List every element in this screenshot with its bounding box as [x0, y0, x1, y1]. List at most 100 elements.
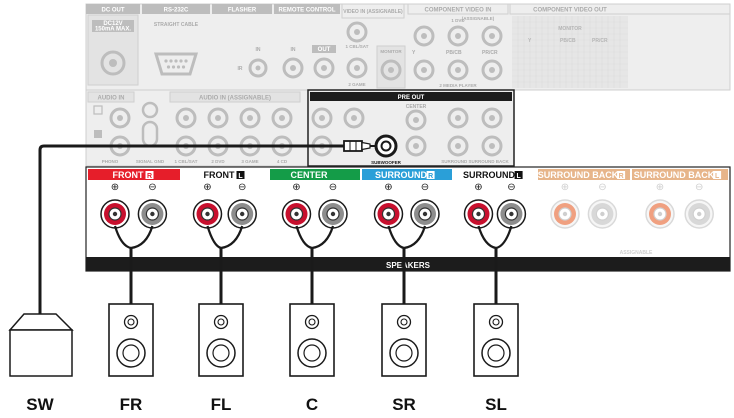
component-in-row-1	[413, 25, 503, 47]
minus-symbol: ⊖	[148, 182, 156, 193]
speaker-units	[108, 303, 519, 377]
remote-out-jack	[313, 57, 335, 79]
plus-symbol: ⊕	[656, 182, 664, 193]
speaker-label-sl: SL	[485, 395, 507, 414]
rs232c-port	[153, 52, 199, 76]
subwoofer-cable	[38, 140, 376, 316]
terminal-header-bar	[362, 169, 452, 180]
minus-symbol: ⊖	[507, 182, 515, 193]
panel-grille	[512, 16, 628, 88]
speaker-fl	[198, 303, 244, 377]
rear-panel-top: DC OUT DC12V 150mA MAX. RS-232C STRAIGHT…	[85, 3, 731, 167]
terminal-header-bar	[632, 169, 728, 180]
video-in-label: VIDEO IN (ASSIGNABLE)	[343, 9, 403, 15]
rs232c-sub: STRAIGHT CABLE	[154, 22, 199, 28]
woofer	[206, 338, 236, 368]
pre-out-center-label: CENTER	[406, 104, 427, 110]
terminal-group-name: SURROUND BACK	[634, 170, 715, 180]
woofer	[116, 338, 146, 368]
component-in-1: 1 DVD	[451, 18, 465, 23]
speaker-label-fl: FL	[211, 395, 232, 414]
positive-binding-post	[550, 199, 580, 229]
component-video-in-label: COMPONENT VIDEO IN	[424, 8, 491, 14]
plus-symbol: ⊕	[292, 182, 300, 193]
minus-symbol: ⊖	[329, 182, 337, 193]
tweeter	[213, 314, 229, 330]
component-out-y: Y	[528, 38, 532, 44]
terminal-group-name: SURROUND BACK	[538, 170, 619, 180]
channel-badge	[236, 171, 245, 179]
speaker-c	[289, 303, 335, 377]
audio-in-game: 3 GAME	[241, 159, 258, 164]
tweeter	[123, 314, 139, 330]
tweeter	[488, 314, 504, 330]
terminal-header-bar	[538, 169, 630, 180]
channel-badge	[426, 171, 435, 179]
terminal-header-bar	[270, 169, 360, 180]
speaker-terminal-panel: SPEAKERS ASSIGNABLE	[85, 166, 731, 272]
speaker-label-c: C	[306, 395, 318, 414]
negative-binding-post	[227, 199, 257, 229]
negative-binding-post	[684, 199, 714, 229]
pre-out-surround-label: SURROUND SURROUND BACK	[441, 159, 509, 164]
positive-binding-post	[100, 199, 130, 229]
positive-binding-post	[192, 199, 223, 229]
speaker-label-fr: FR	[120, 395, 143, 414]
audio-in-cbl-sat: 1 CBL/SAT	[175, 159, 198, 164]
pre-out-label: PRE OUT	[398, 95, 425, 101]
speaker-wires	[113, 225, 513, 304]
channel-letter: L	[715, 173, 720, 180]
negative-binding-post	[410, 199, 440, 229]
remote-in-jack	[282, 57, 304, 79]
channel-badge	[514, 171, 523, 179]
audio-in-assignable-label: AUDIO IN (ASSIGNABLE)	[199, 96, 271, 102]
remote-out-label: OUT	[318, 47, 331, 53]
component-in-pb: PB/CB	[446, 50, 462, 56]
woofer	[481, 338, 511, 368]
flasher-jack	[248, 58, 268, 78]
plus-symbol: ⊕	[384, 182, 392, 193]
minus-symbol: ⊖	[238, 182, 246, 193]
component-out-monitor: MONITOR	[558, 26, 582, 32]
component-in-pr: PR/CR	[482, 50, 498, 56]
component-video-out-label: COMPONENT VIDEO OUT	[533, 8, 607, 14]
minus-symbol: ⊖	[695, 182, 703, 193]
flasher-in-label: IN	[256, 47, 261, 53]
channel-badge	[145, 171, 154, 179]
subwoofer-pre-out-jack	[374, 134, 398, 158]
speaker-label-sr: SR	[392, 395, 416, 414]
plus-symbol: ⊕	[561, 182, 569, 193]
channel-badge	[713, 171, 722, 179]
negative-binding-post	[496, 199, 527, 229]
component-assignable-label: (ASSIGNABLE)	[462, 16, 495, 21]
speakers-band	[86, 257, 730, 271]
plus-symbol: ⊕	[474, 182, 482, 193]
flasher-label: FLASHER	[228, 8, 257, 14]
negative-binding-post	[137, 199, 168, 229]
rs232c-label: RS-232C	[164, 8, 189, 14]
audio-in-signal-gnd: SIGNAL GND	[136, 159, 165, 164]
ir-label: IR	[238, 66, 243, 72]
channel-letter: L	[516, 173, 521, 180]
subwoofer-label: SUBWOOFER	[371, 160, 401, 165]
terminal-group-name: SURROUND	[463, 170, 516, 180]
remote-control-label: REMOTE CONTROL	[279, 8, 336, 14]
tweeter	[304, 314, 320, 330]
component-out-pr: PR/CR	[592, 38, 608, 44]
audio-in-label: AUDIO IN	[98, 96, 125, 102]
video-in-1: 1 CBL/SAT	[346, 44, 369, 49]
channel-letter: R	[619, 173, 624, 180]
component-in-2: 2 MEDIA PLAYER	[439, 83, 477, 88]
terminal-group-name: FRONT	[113, 170, 144, 180]
component-out-pb: PB/CB	[560, 38, 576, 44]
assignable-label: ASSIGNABLE	[620, 250, 653, 256]
audio-in-cd: 4 CD	[277, 159, 288, 164]
speaker-sr	[381, 303, 427, 377]
positive-binding-post	[645, 199, 675, 229]
woofer	[297, 338, 327, 368]
